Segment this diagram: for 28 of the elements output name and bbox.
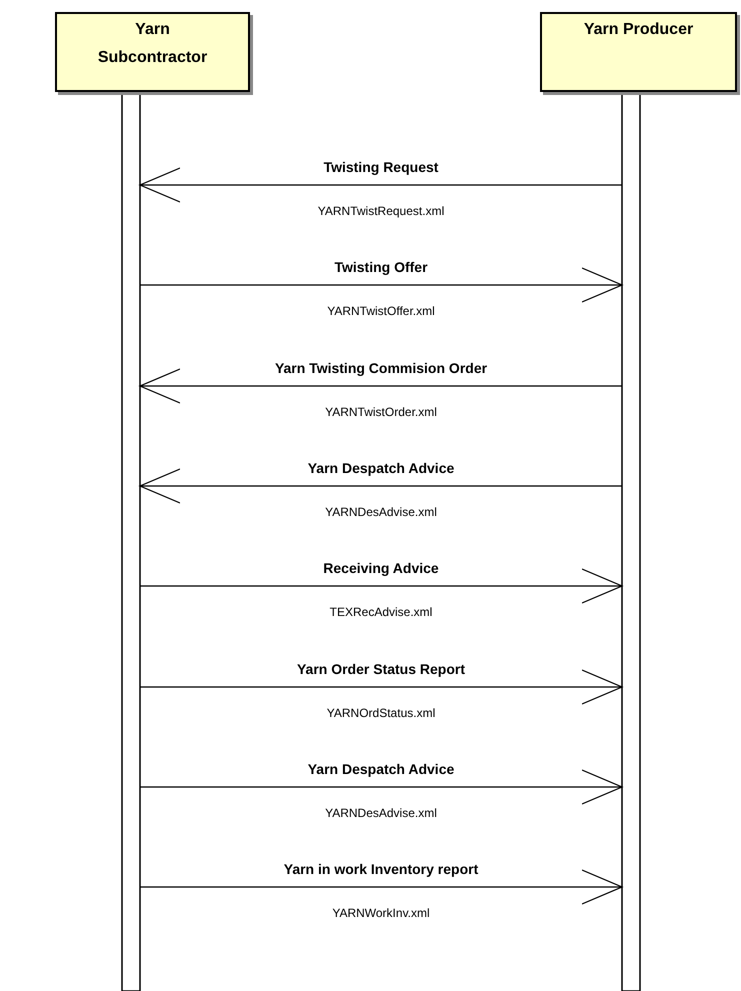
message-arrow [140, 869, 623, 905]
participant-name: Yarn Producer [584, 20, 694, 40]
message-label: Yarn Order Status Report [296, 661, 466, 678]
participant-box [55, 12, 250, 92]
file-name: TEXRecAdvise.xml [330, 605, 432, 620]
file-name: YARNTwistRequest.xml [318, 204, 444, 219]
message-arrow [139, 167, 622, 203]
message-arrow [139, 468, 622, 504]
file-name: YARNOrdStatus.xml [326, 706, 436, 721]
message-label: Yarn Twisting Commision Order [274, 360, 488, 377]
file-name: YARNDesAdvise.xml [325, 505, 437, 520]
message-arrow [139, 368, 622, 404]
message-label: Yarn Despatch Advice [308, 460, 454, 477]
file-name: YARNDesAdvise.xml [325, 806, 437, 821]
message-arrow [140, 267, 623, 303]
message-label: Twisting Offer [334, 259, 428, 276]
file-name: YARNTwistOrder.xml [325, 405, 437, 420]
participant-name: Yarn Subcontractor [96, 20, 208, 68]
file-name: YARNTwistOffer.xml [327, 304, 435, 319]
message-arrow [140, 669, 623, 705]
participant-box [540, 12, 737, 92]
message-label: Yarn in work Inventory report [284, 861, 478, 878]
message-label: Twisting Request [324, 159, 438, 176]
message-label: Receiving Advice [323, 560, 439, 577]
file-name: YARNWorkInv.xml [332, 906, 430, 921]
message-arrow [140, 568, 623, 604]
message-label: Yarn Despatch Advice [308, 761, 454, 778]
message-arrow [140, 769, 623, 805]
